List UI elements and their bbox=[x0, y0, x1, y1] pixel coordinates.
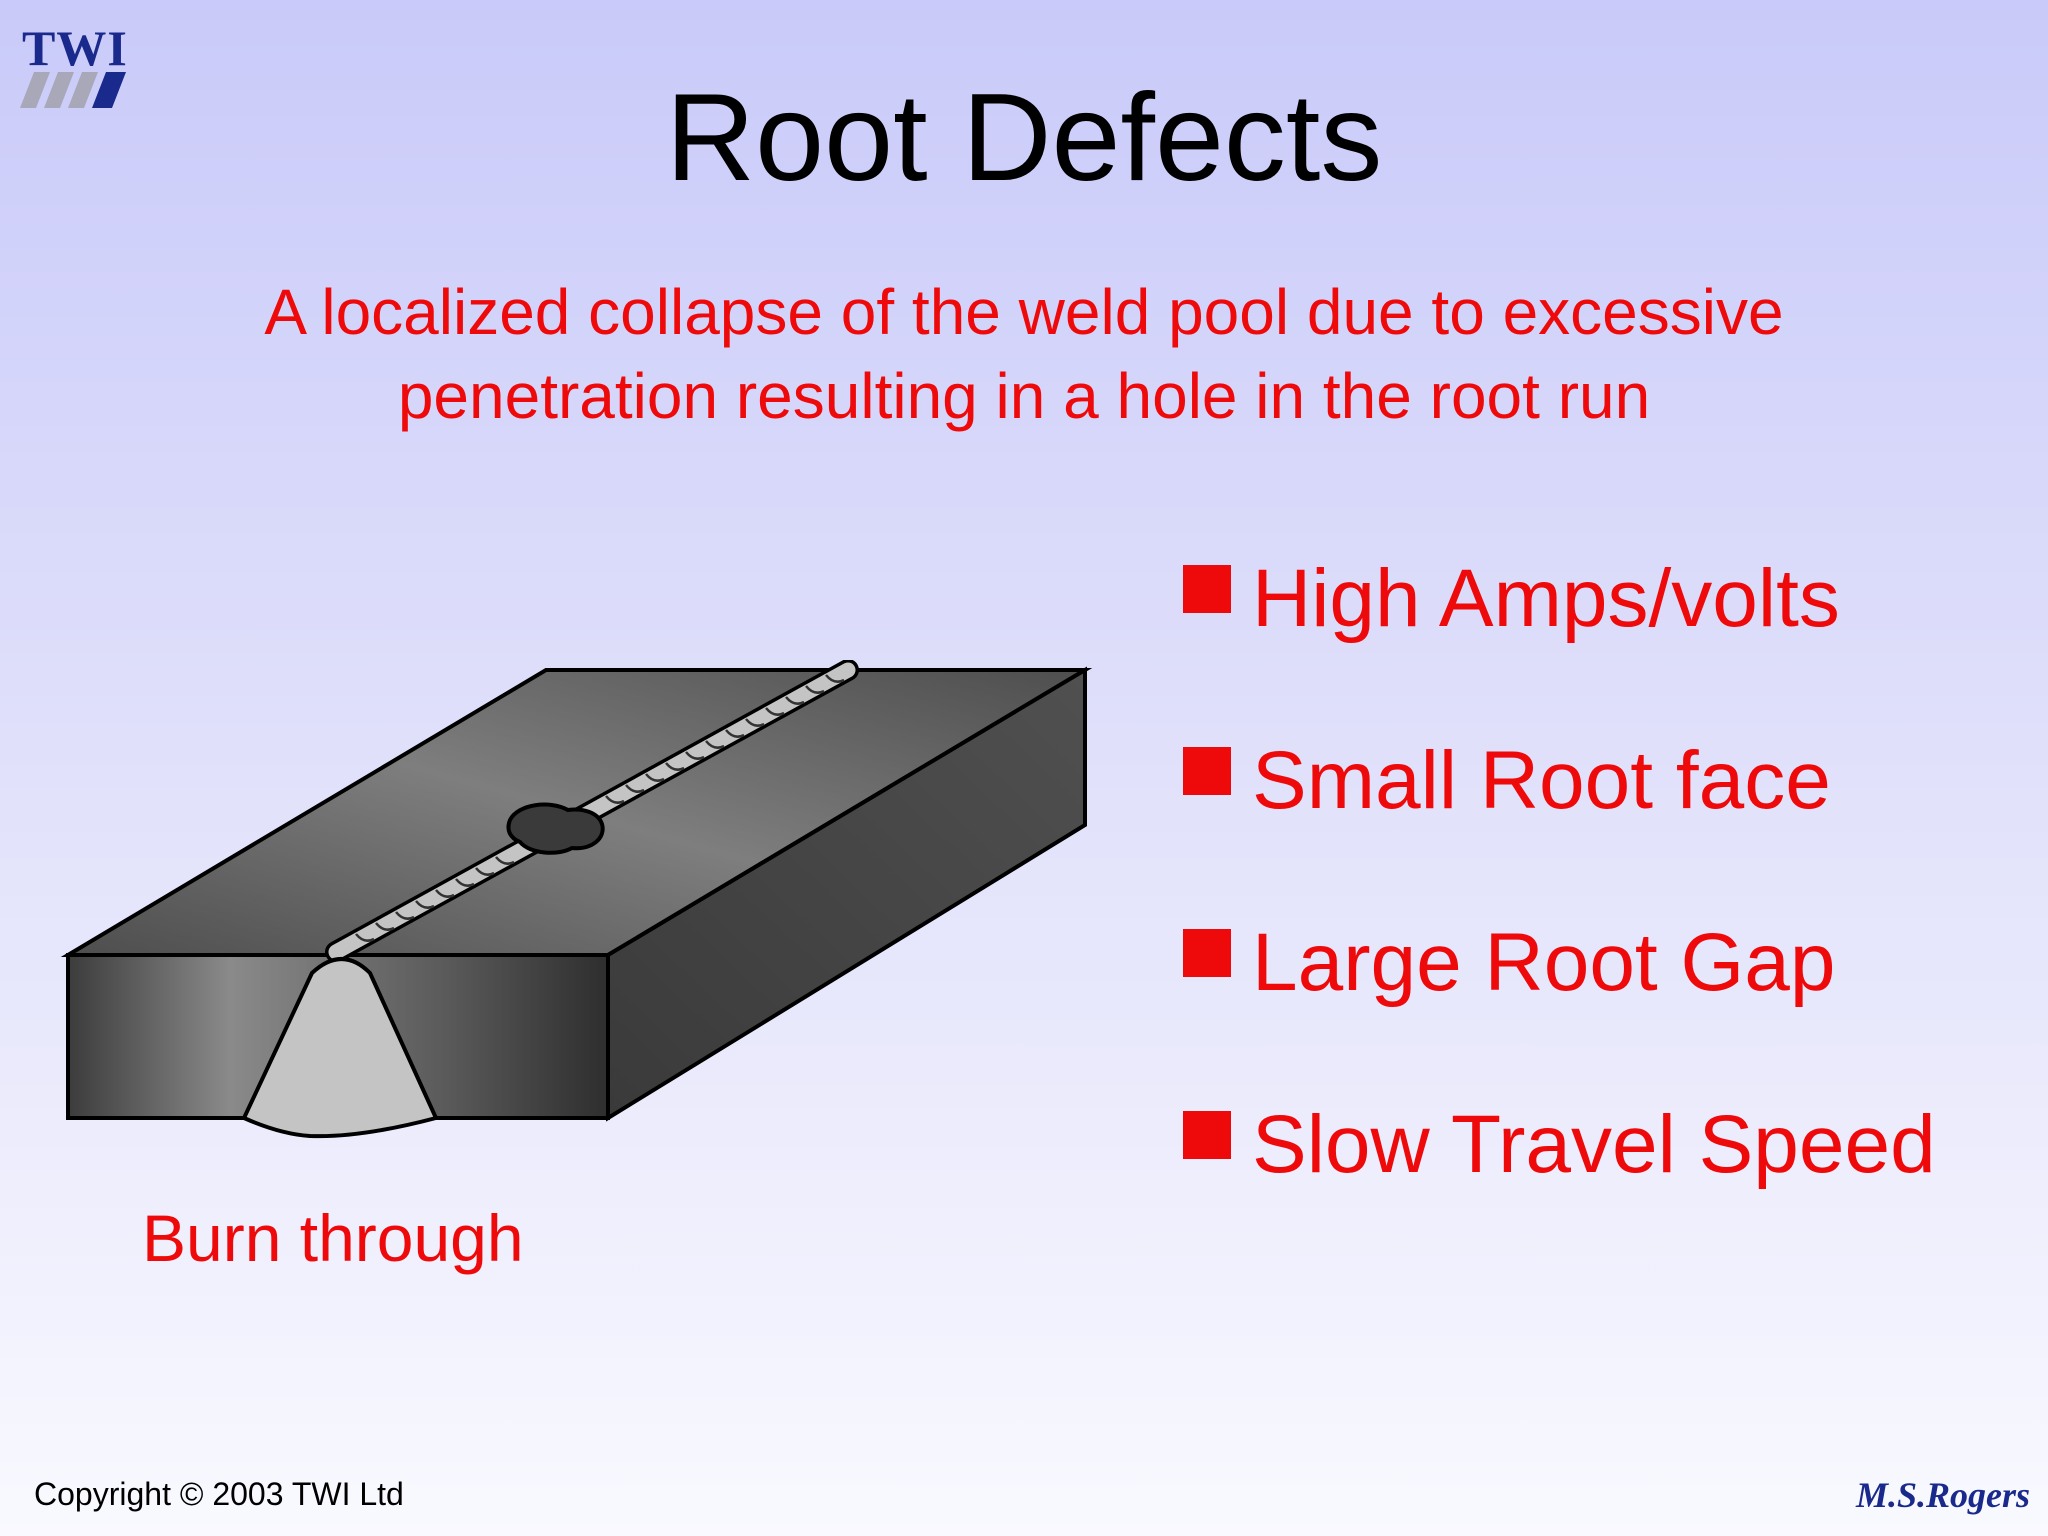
definition-line-2: penetration resulting in a hole in the r… bbox=[397, 360, 1651, 432]
list-item: Small Root face bbox=[1180, 735, 2040, 929]
cause-label: High Amps/volts bbox=[1252, 553, 1840, 644]
causes-list: High Amps/volts Small Root face Large Ro… bbox=[1180, 553, 2040, 1293]
list-item: High Amps/volts bbox=[1180, 553, 2040, 747]
list-item: Large Root Gap bbox=[1180, 917, 2040, 1111]
weld-cross-section bbox=[241, 957, 439, 1139]
twi-logo: TWI bbox=[20, 22, 132, 112]
bullet-square-icon bbox=[1183, 1111, 1231, 1159]
bullet-square-icon bbox=[1183, 747, 1231, 795]
weld-ripples bbox=[355, 674, 845, 942]
cause-label: Small Root face bbox=[1252, 735, 1831, 826]
cause-label: Large Root Gap bbox=[1252, 917, 1836, 1008]
figure-caption: Burn through bbox=[142, 1201, 524, 1275]
list-item: Slow Travel Speed bbox=[1180, 1099, 2040, 1293]
burn-through-hole bbox=[506, 802, 605, 855]
bullet-square-icon bbox=[1183, 565, 1231, 613]
cause-label: Slow Travel Speed bbox=[1252, 1099, 1936, 1190]
bullet-square-icon bbox=[1183, 929, 1231, 977]
slide-title: Root Defects bbox=[665, 69, 1383, 207]
definition-line-1: A localized collapse of the weld pool du… bbox=[264, 276, 1784, 348]
logo-text: TWI bbox=[22, 20, 128, 76]
author-signature: M.S.Rogers bbox=[1855, 1475, 2030, 1515]
copyright-notice: Copyright © 2003 TWI Ltd bbox=[34, 1476, 404, 1512]
logo-stripes-icon bbox=[20, 72, 126, 108]
definition-text: A localized collapse of the weld pool du… bbox=[150, 270, 1898, 438]
burn-through-diagram bbox=[60, 660, 1093, 1139]
